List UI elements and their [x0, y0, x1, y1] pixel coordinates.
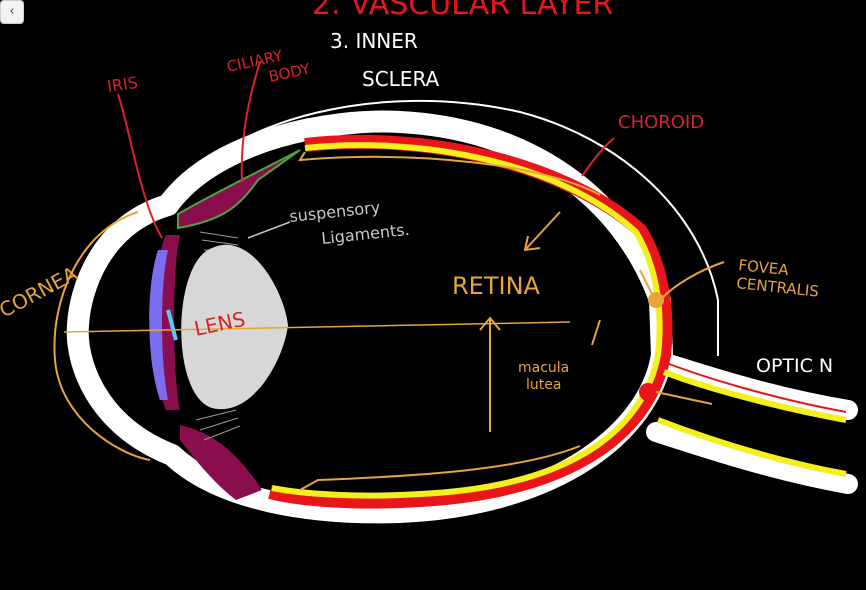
iris: [149, 235, 180, 410]
label-macula-line1: macula: [518, 360, 569, 376]
retina-bracket-top: [298, 151, 601, 196]
header-vascular-layer: 2. VASCULAR LAYER: [312, 0, 613, 22]
label-choroid: CHOROID: [618, 112, 704, 133]
optic-disc-marker: [639, 383, 657, 401]
label-retina: RETINA: [452, 272, 541, 300]
ciliary-pointer: [240, 61, 261, 183]
label-sclera: SCLERA: [362, 67, 440, 91]
label-iris: IRIS: [106, 73, 139, 96]
iris-pointer: [117, 93, 163, 239]
label-optic-nerve: OPTIC N: [756, 355, 833, 377]
retina-layer: [271, 142, 847, 499]
lens: [181, 244, 288, 410]
back-button[interactable]: ‹: [0, 0, 24, 24]
fovea-centralis-marker: [648, 292, 664, 308]
suspensory-pointer: [247, 221, 291, 239]
ciliary-body: [177, 149, 301, 500]
choroid-pointer: [581, 137, 615, 177]
fovea-pointer: [661, 261, 725, 299]
retina-bracket-bottom: [299, 445, 581, 491]
header-inner: 3. INNER: [330, 29, 418, 53]
label-macula-line2: lutea: [526, 377, 561, 393]
optic-arrow: [655, 391, 713, 405]
label-fovea-line1: FOVEA: [738, 256, 791, 279]
cornea-bracket: [53, 211, 151, 461]
